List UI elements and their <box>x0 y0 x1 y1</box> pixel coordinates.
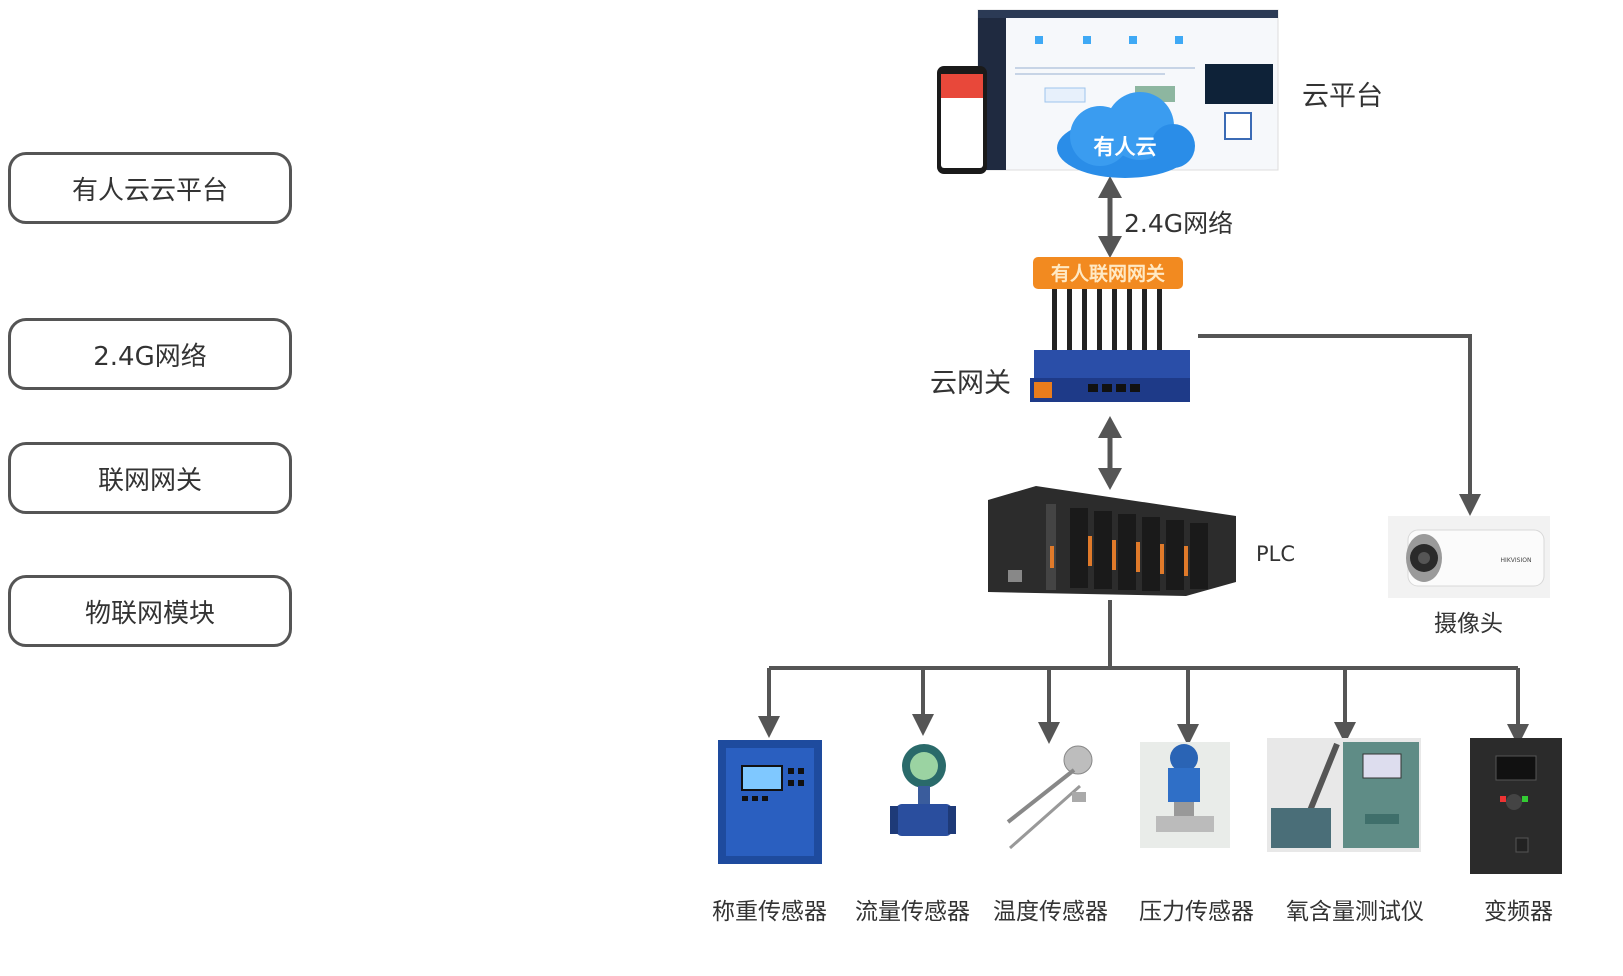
sensor-label-pressure: 压力传感器 <box>1139 892 1254 926</box>
gateway-camera-link <box>1198 336 1470 500</box>
sensor-label-flow: 流量传感器 <box>855 892 970 926</box>
cloud-platform-image: 有人云 <box>935 8 1280 178</box>
sensor-label-weighing: 称重传感器 <box>712 892 827 926</box>
sensor-label-oxygen: 氧含量测试仪 <box>1286 892 1424 926</box>
sensor-label-temperature: 温度传感器 <box>993 892 1108 926</box>
camera-image: HIKVISION <box>1388 516 1550 598</box>
oxygen-analyzer-image <box>1267 738 1421 852</box>
flow-sensor-image <box>888 742 958 842</box>
gateway-banner: 有人联网网关 <box>1051 262 1165 285</box>
plc-image <box>986 486 1242 598</box>
temperature-sensor-image <box>1004 742 1098 852</box>
camera-label: 摄像头 <box>1434 604 1503 638</box>
cloud-logo-text: 有人云 <box>1094 135 1157 159</box>
arrow-down <box>1098 236 1122 258</box>
network-label: 2.4G网络 <box>1124 204 1233 240</box>
camera-brand: HIKVISION <box>1501 557 1532 564</box>
pressure-sensor-image <box>1140 742 1230 848</box>
sensor-drops <box>758 668 1529 746</box>
plc-label: PLC <box>1256 542 1295 566</box>
gateway-image: 有人联网网关 <box>1030 256 1192 408</box>
arrow-up <box>1098 176 1122 198</box>
inverter-image <box>1470 738 1562 874</box>
arrow-down <box>1459 494 1481 516</box>
cloud-platform-label: 云平台 <box>1302 74 1383 113</box>
weighing-sensor-image <box>718 740 822 864</box>
sensor-label-inverter: 变频器 <box>1484 892 1553 926</box>
gateway-label: 云网关 <box>930 361 1011 400</box>
arrow-up <box>1098 416 1122 438</box>
